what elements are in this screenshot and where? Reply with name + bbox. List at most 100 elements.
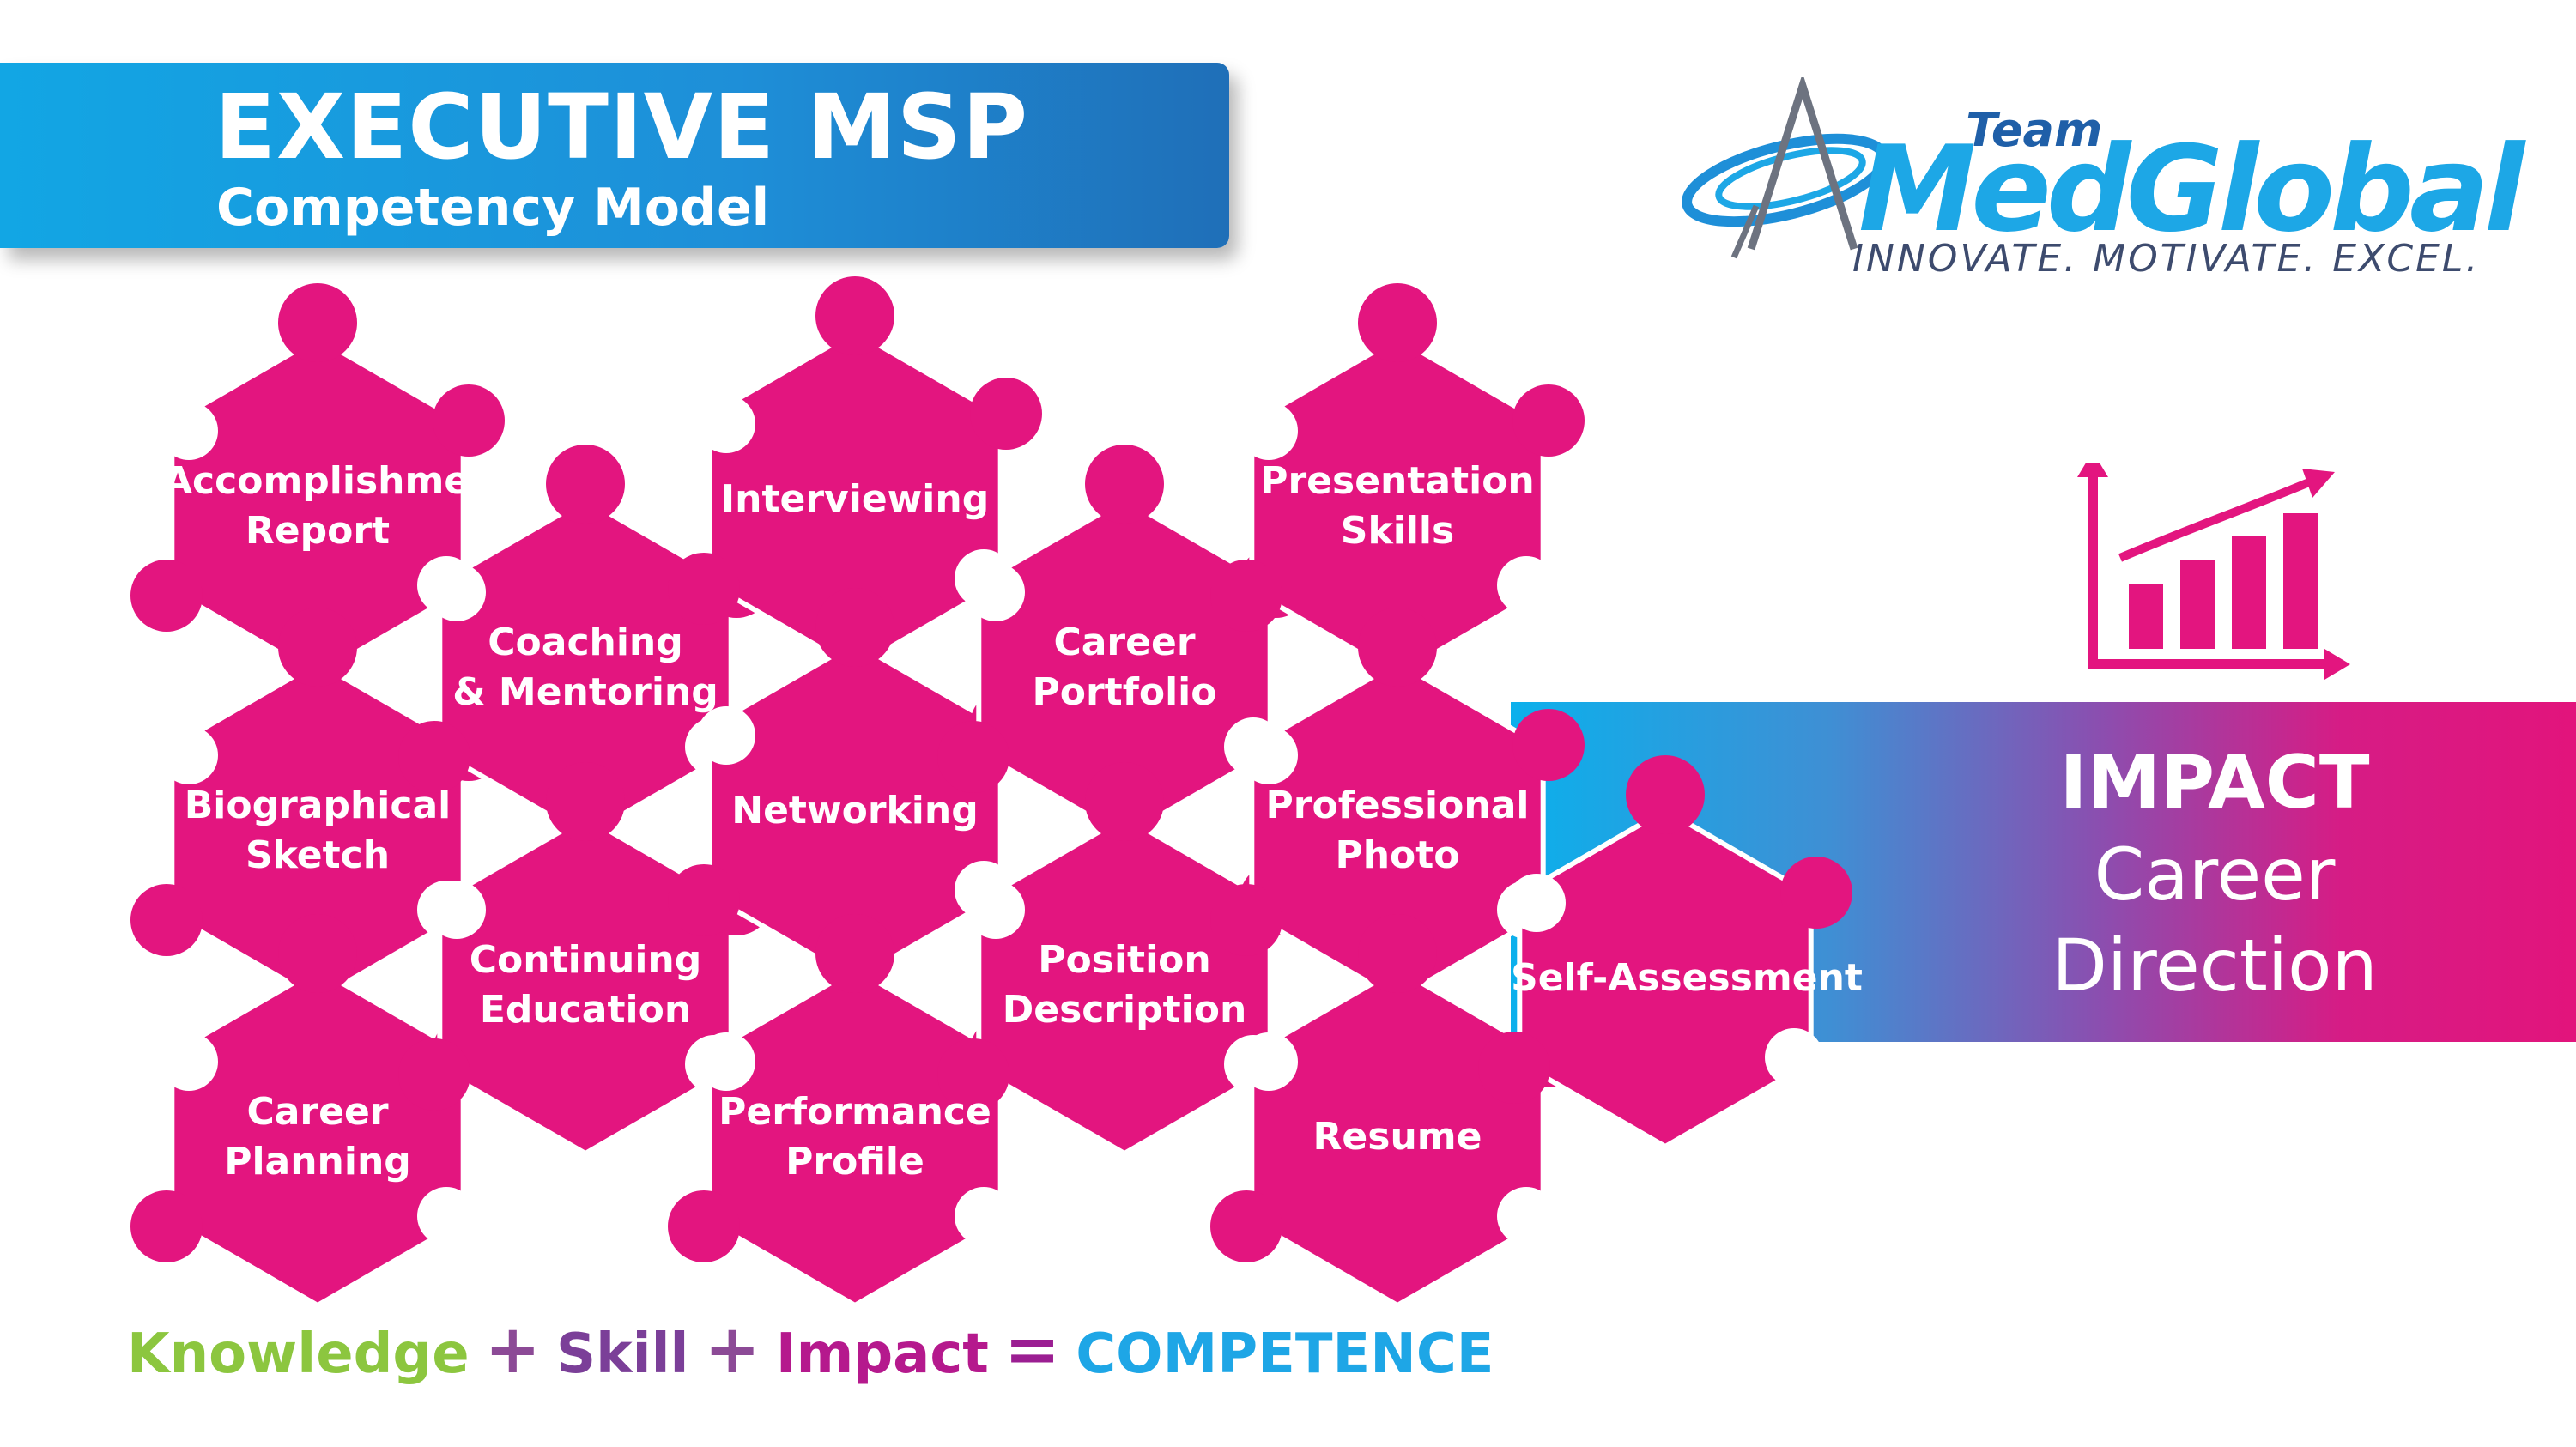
puzzle-piece-label: Resume bbox=[1243, 1112, 1552, 1162]
puzzle-socket bbox=[1240, 1032, 1298, 1091]
impact-subtitle-line2: Direction bbox=[2052, 923, 2378, 1008]
logo-tagline: INNOVATE. MOTIVATE. EXCEL. bbox=[1852, 237, 2481, 281]
piece-label-line1: Continuing bbox=[469, 938, 702, 982]
puzzle-knob bbox=[1210, 1190, 1282, 1262]
puzzle-socket bbox=[967, 563, 1025, 621]
impact-subtitle: Career Direction bbox=[1991, 829, 2438, 1011]
piece-label-line1: Interviewing bbox=[720, 477, 990, 521]
puzzle-knob bbox=[1478, 1032, 1550, 1104]
puzzle-knob bbox=[815, 276, 894, 355]
formula-plus-1: + bbox=[484, 1311, 541, 1389]
piece-label-line1: Accomplishments bbox=[163, 459, 537, 503]
piece-label-line1: Presentation bbox=[1260, 459, 1535, 503]
puzzle-socket bbox=[1765, 1028, 1823, 1087]
puzzle-socket bbox=[1497, 1187, 1555, 1245]
formula-competence: COMPETENCE bbox=[1076, 1323, 1494, 1386]
formula-impact: Impact bbox=[775, 1323, 989, 1386]
formula-knowledge: Knowledge bbox=[127, 1323, 470, 1386]
piece-label-line2: & Mentoring bbox=[452, 670, 718, 714]
puzzle-knob bbox=[668, 1190, 740, 1262]
formula-equals: = bbox=[1003, 1311, 1061, 1389]
puzzle-knob bbox=[815, 914, 894, 993]
puzzle-knob bbox=[130, 1190, 203, 1262]
puzzle-knob bbox=[278, 914, 357, 993]
puzzle-knob bbox=[1626, 755, 1705, 834]
formula-skill: Skill bbox=[555, 1323, 689, 1386]
piece-label-line1: Career bbox=[1053, 621, 1196, 664]
puzzle-piece bbox=[668, 276, 1042, 671]
piece-label-line1: Biographical bbox=[184, 784, 452, 827]
piece-label-line2: Planning bbox=[224, 1140, 411, 1184]
puzzle-socket bbox=[427, 563, 486, 621]
piece-label-line1: Career bbox=[246, 1090, 389, 1134]
puzzle-knob bbox=[278, 608, 357, 687]
puzzle-socket bbox=[697, 1032, 755, 1091]
puzzle-knob bbox=[1780, 857, 1852, 929]
puzzle-knob bbox=[130, 884, 203, 956]
formula-plus-2: + bbox=[704, 1311, 761, 1389]
page-subtitle: Competency Model bbox=[216, 178, 770, 238]
puzzle-knob bbox=[546, 445, 625, 524]
puzzle-socket bbox=[967, 881, 1025, 939]
puzzle-socket bbox=[1497, 556, 1555, 615]
piece-label-line1: Performance bbox=[718, 1090, 991, 1134]
puzzle-knob bbox=[1085, 445, 1164, 524]
piece-label-line2: Education bbox=[479, 988, 692, 1032]
puzzle-piece bbox=[1478, 755, 1852, 1150]
impact-title: IMPACT bbox=[2059, 740, 2370, 826]
competence-formula: Knowledge+Skill+Impact=COMPETENCE bbox=[127, 1311, 1494, 1389]
title-banner: EXECUTIVE MSP Competency Model bbox=[0, 63, 1229, 248]
puzzle-piece bbox=[1210, 608, 1585, 1002]
puzzle-knob bbox=[398, 721, 470, 793]
puzzle-knob bbox=[668, 864, 740, 936]
puzzle-socket bbox=[955, 1187, 1013, 1245]
puzzle-knob bbox=[970, 378, 1042, 450]
puzzle-knob bbox=[1512, 384, 1585, 457]
impact-subtitle-line1: Career bbox=[2094, 832, 2336, 917]
piece-label-line1: Self-Assessment bbox=[1511, 956, 1863, 1000]
piece-label-line1: Professional bbox=[1265, 784, 1530, 827]
puzzle-socket bbox=[1240, 402, 1298, 460]
logo-medglobal-word: MedGlobal bbox=[1858, 120, 2524, 258]
puzzle-piece bbox=[130, 283, 505, 678]
puzzle-socket bbox=[1240, 726, 1298, 784]
puzzle-knob bbox=[1210, 560, 1282, 632]
piece-label-line2: Photo bbox=[1335, 833, 1460, 877]
puzzle-knob bbox=[937, 721, 1009, 793]
puzzle-knob bbox=[1358, 283, 1437, 362]
piece-label-line1: Networking bbox=[731, 789, 979, 832]
puzzle-socket bbox=[427, 881, 486, 939]
piece-label-line2: Report bbox=[245, 509, 391, 553]
bar-chart-growth-icon bbox=[2077, 463, 2350, 680]
team-medglobal-logo: Team MedGlobal INNOVATE. MOTIVATE. EXCEL… bbox=[1682, 77, 2524, 292]
piece-label-line2: Sketch bbox=[245, 833, 391, 877]
swoosh-logo-icon bbox=[1682, 77, 1889, 259]
puzzle-piece-label: Self-Assessment bbox=[1511, 954, 1863, 1003]
puzzle-piece-label: Interviewing bbox=[700, 475, 1009, 524]
piece-label-line2: Description bbox=[1002, 988, 1247, 1032]
puzzle-socket bbox=[417, 1187, 476, 1245]
piece-label-line2: Profile bbox=[785, 1140, 924, 1184]
puzzle-piece-label: Networking bbox=[700, 786, 1009, 836]
puzzle-socket bbox=[160, 402, 218, 460]
piece-label-line2: Portfolio bbox=[1032, 670, 1217, 714]
puzzle-knob bbox=[278, 283, 357, 362]
puzzle-knob bbox=[937, 1038, 1009, 1111]
puzzle-knob bbox=[1085, 762, 1164, 841]
puzzle-knob bbox=[398, 1038, 470, 1111]
piece-label-line1: Coaching bbox=[488, 621, 683, 664]
puzzle-knob bbox=[668, 553, 740, 625]
puzzle-socket bbox=[697, 395, 755, 453]
logo-team-word: Team bbox=[1966, 103, 2103, 157]
puzzle-knob bbox=[1210, 884, 1282, 956]
